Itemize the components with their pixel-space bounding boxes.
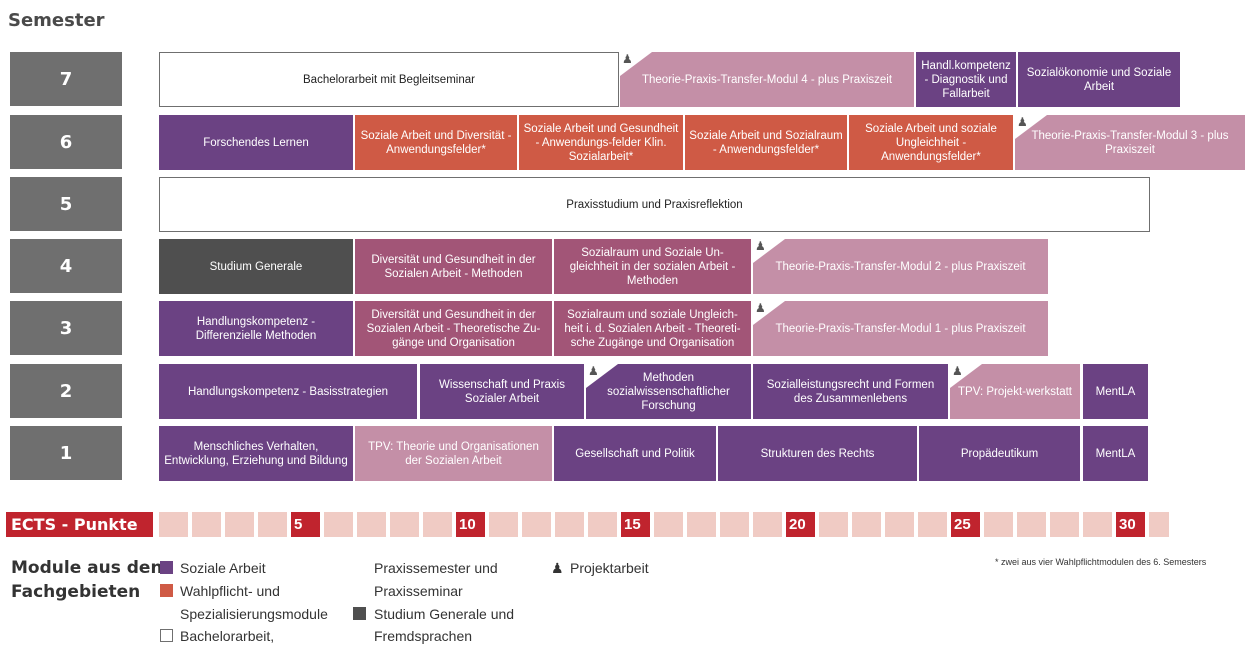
module-sozialleistungsrecht: Sozialleistungsrecht und Formen des Zusa… xyxy=(753,364,948,419)
ects-cell xyxy=(654,512,683,537)
module-diversitaet-methoden: Diversität und Gesundheit in der Soziale… xyxy=(355,239,552,294)
module-wissenschaft-praxis: Wissenschaft und Praxis Sozialer Arbeit xyxy=(420,364,584,419)
module-tpt-2: ♟Theorie-Praxis-Transfer-Modul 2 - plus … xyxy=(753,239,1048,294)
module-strukturen-rechts: Strukturen des Rechts xyxy=(718,426,917,481)
ects-cell xyxy=(852,512,881,537)
ects-label: ECTS - Punkte xyxy=(6,512,153,537)
module-wp-ungleichheit: Soziale Arbeit und soziale Ungleichheit … xyxy=(849,115,1013,170)
module-sozialraum-methoden: Sozialraum und Soziale Un-gleichheit in … xyxy=(554,239,751,294)
legend-projektarbeit-icon: ♟ xyxy=(551,560,564,576)
projektarbeit-icon: ♟ xyxy=(755,301,766,315)
module-mentla-1: MentLA xyxy=(1083,426,1148,481)
module-sozialoekonomie: Sozialökonomie und Soziale Arbeit xyxy=(1018,52,1180,107)
module-tpv-projektwerkstatt: ♟TPV: Projekt-werkstatt xyxy=(950,364,1080,419)
legend-soziale-arbeit: Soziale Arbeit xyxy=(180,560,266,576)
module-menschliches-verhalten: Menschliches Verhalten, Entwicklung, Erz… xyxy=(159,426,353,481)
module-handl-differenzielle: Handlungskompetenz - Differenzielle Meth… xyxy=(159,301,353,356)
module-wp-gesundheit: Soziale Arbeit und Gesundheit - Anwendun… xyxy=(519,115,683,170)
module-mentla-2: MentLA xyxy=(1083,364,1148,419)
legend-generale-1: Studium Generale und xyxy=(374,606,515,622)
legend-swatch-soziale-arbeit xyxy=(160,561,173,574)
ects-cell xyxy=(588,512,617,537)
ects-cell xyxy=(390,512,419,537)
module-sozialraum-theorie: Sozialraum und soziale Ungleich-heit i. … xyxy=(554,301,751,356)
module-diversitaet-theorie: Diversität und Gesundheit in der Soziale… xyxy=(355,301,552,356)
semester-5-label: 5 xyxy=(10,177,122,231)
ects-cell xyxy=(753,512,782,537)
module-handl-basis: Handlungskompetenz - Basisstrategien xyxy=(159,364,417,419)
semester-heading: Semester xyxy=(8,10,105,31)
module-tpt-3: ♟Theorie-Praxis-Transfer-Modul 3 - plus … xyxy=(1015,115,1245,170)
module-bachelorarbeit: Bachelorarbeit mit Begleitseminar xyxy=(159,52,619,107)
ects-cell xyxy=(1083,512,1112,537)
module-tpt-1: ♟Theorie-Praxis-Transfer-Modul 1 - plus … xyxy=(753,301,1048,356)
ects-cell xyxy=(555,512,584,537)
legend-generale-2: Fremdsprachen xyxy=(374,628,473,644)
ects-mark-30: 30 xyxy=(1116,512,1145,537)
legend-swatch-studium-generale xyxy=(353,607,366,620)
legend-wahlpflicht-1: Wahlpflicht- und xyxy=(180,583,280,599)
semester-2-label: 2 xyxy=(10,364,122,418)
module-methoden-forschung: ♟Methoden sozialwissenschaftlicher Forsc… xyxy=(586,364,751,419)
semester-7-label: 7 xyxy=(10,52,122,106)
ects-cell xyxy=(885,512,914,537)
module-wp-sozialraum: Soziale Arbeit und Sozialraum - Anwendun… xyxy=(685,115,847,170)
legend-projektarbeit: Projektarbeit xyxy=(570,560,649,576)
projektarbeit-icon: ♟ xyxy=(622,52,633,66)
semester-6-label: 6 xyxy=(10,115,122,169)
ects-cell xyxy=(489,512,518,537)
module-tpv-theorie: TPV: Theorie und Organisationen der Sozi… xyxy=(355,426,552,481)
semester-4-label: 4 xyxy=(10,239,122,293)
ects-cell xyxy=(423,512,452,537)
legend-swatch-wahlpflicht xyxy=(160,584,173,597)
ects-cell xyxy=(225,512,254,537)
projektarbeit-icon: ♟ xyxy=(588,364,599,378)
legend-swatch-bachelor xyxy=(160,629,173,642)
ects-cell xyxy=(918,512,947,537)
module-gesellschaft-politik: Gesellschaft und Politik xyxy=(554,426,716,481)
ects-cell xyxy=(984,512,1013,537)
semester-1-label: 1 xyxy=(10,426,122,480)
ects-mark-15: 15 xyxy=(621,512,650,537)
ects-cell xyxy=(357,512,386,537)
ects-cell xyxy=(192,512,221,537)
module-propaedeutikum: Propädeutikum xyxy=(919,426,1080,481)
legend-bachelor: Bachelorarbeit, xyxy=(180,628,275,644)
ects-cell xyxy=(258,512,287,537)
module-praxisstudium: Praxisstudium und Praxisreflektion xyxy=(159,177,1150,232)
legend-praxis-2: Praxisseminar xyxy=(374,583,463,599)
ects-cell xyxy=(1149,512,1169,537)
legend-wahlpflicht-2: Spezialisierungsmodule xyxy=(180,606,328,622)
ects-cell xyxy=(522,512,551,537)
ects-cell xyxy=(1017,512,1046,537)
ects-mark-5: 5 xyxy=(291,512,320,537)
ects-cell xyxy=(324,512,353,537)
projektarbeit-icon: ♟ xyxy=(755,239,766,253)
ects-cell xyxy=(720,512,749,537)
module-tpt-4: ♟Theorie-Praxis-Transfer-Modul 4 - plus … xyxy=(620,52,914,107)
ects-cell xyxy=(819,512,848,537)
projektarbeit-icon: ♟ xyxy=(952,364,963,378)
ects-cell xyxy=(1050,512,1079,537)
module-handl-diagnostik: Handl.kompetenz - Diagnostik und Fallarb… xyxy=(916,52,1016,107)
semester-3-label: 3 xyxy=(10,301,122,355)
ects-cell xyxy=(687,512,716,537)
projektarbeit-icon: ♟ xyxy=(1017,115,1028,129)
module-studium-generale: Studium Generale xyxy=(159,239,353,294)
module-wp-diversitaet: Soziale Arbeit und Diversität - Anwendun… xyxy=(355,115,517,170)
module-forschendes-lernen: Forschendes Lernen xyxy=(159,115,353,170)
legend-praxis-1: Praxissemester und xyxy=(374,560,498,576)
ects-mark-20: 20 xyxy=(786,512,815,537)
ects-cell xyxy=(159,512,188,537)
ects-mark-10: 10 xyxy=(456,512,485,537)
footnote: * zwei aus vier Wahlpflichtmodulen des 6… xyxy=(995,557,1207,567)
ects-mark-25: 25 xyxy=(951,512,980,537)
